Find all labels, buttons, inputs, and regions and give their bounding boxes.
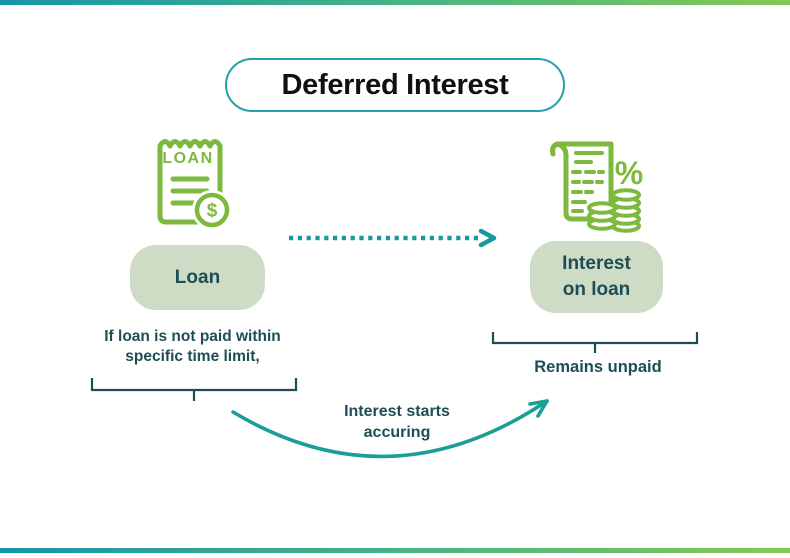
top-border-strip (0, 0, 790, 5)
arrowhead-icon (528, 399, 549, 418)
coin-stack-front (587, 201, 617, 231)
loan-receipt-icon: LOAN $ (157, 139, 232, 230)
interest-on-loan-node: Interest on loan (530, 241, 663, 313)
loan-node: Loan (130, 245, 265, 310)
remains-unpaid-caption: Remains unpaid (534, 358, 662, 376)
bracket-path (491, 332, 699, 353)
loan-node-label: Loan (174, 266, 221, 288)
coin-stack-back (611, 188, 641, 233)
percent-icon: % (615, 155, 643, 191)
bracket-path (90, 378, 298, 401)
loan-condition-caption: If loan is not paid within specific time… (104, 328, 281, 366)
dotted-arrow (289, 228, 497, 248)
document-curl (550, 141, 560, 157)
title-pill: Deferred Interest (225, 58, 565, 112)
arrowhead-chevron-icon (478, 228, 497, 248)
left-underbracket (90, 378, 298, 401)
dollar-badge (194, 192, 230, 228)
interest-accruing-caption: Interest starts accuring (344, 403, 450, 441)
interest-document-icon: % (550, 141, 643, 233)
document-text-lines (571, 151, 605, 213)
dollar-icon: $ (207, 201, 218, 222)
interest-node-label: Interest on loan (562, 253, 631, 300)
receipt-loan-label: LOAN (162, 150, 213, 167)
curved-arrow (231, 399, 549, 459)
curve-path (231, 399, 549, 459)
right-underbracket (491, 332, 699, 353)
page-title: Deferred Interest (281, 68, 509, 101)
bottom-border-strip (0, 548, 790, 553)
